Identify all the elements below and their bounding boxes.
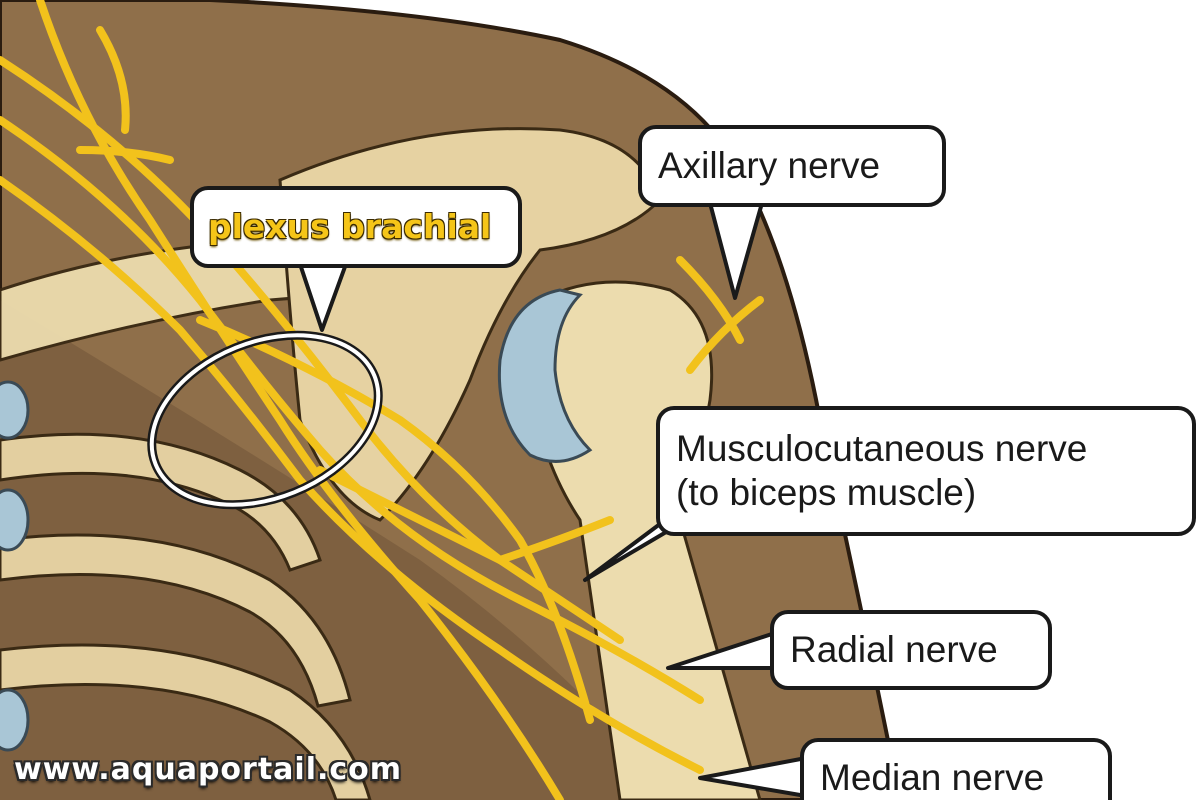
label-axillary-nerve: Axillary nerve: [658, 145, 881, 186]
callout-median-nerve: Median nerve: [800, 738, 1112, 800]
ribs: [0, 432, 372, 800]
humeral-head-cartilage: [497, 288, 593, 463]
label-median-nerve: Median nerve: [820, 757, 1045, 798]
label-musculocutaneous-line2: (to biceps muscle): [676, 472, 977, 513]
callout-radial-nerve: Radial nerve: [770, 610, 1052, 690]
rib-cartilage: [0, 380, 30, 752]
callout-musculocutaneous-nerve: Musculocutaneous nerve (to biceps muscle…: [656, 406, 1196, 536]
callout-axillary-nerve: Axillary nerve: [638, 125, 946, 207]
label-plexus-brachial: plexus brachial: [208, 207, 492, 246]
label-radial-nerve: Radial nerve: [790, 629, 998, 670]
watermark: www.aquaportail.com: [14, 752, 403, 787]
label-musculocutaneous-line1: Musculocutaneous nerve: [676, 428, 1088, 469]
callout-plexus-brachial: plexus brachial: [190, 186, 522, 268]
